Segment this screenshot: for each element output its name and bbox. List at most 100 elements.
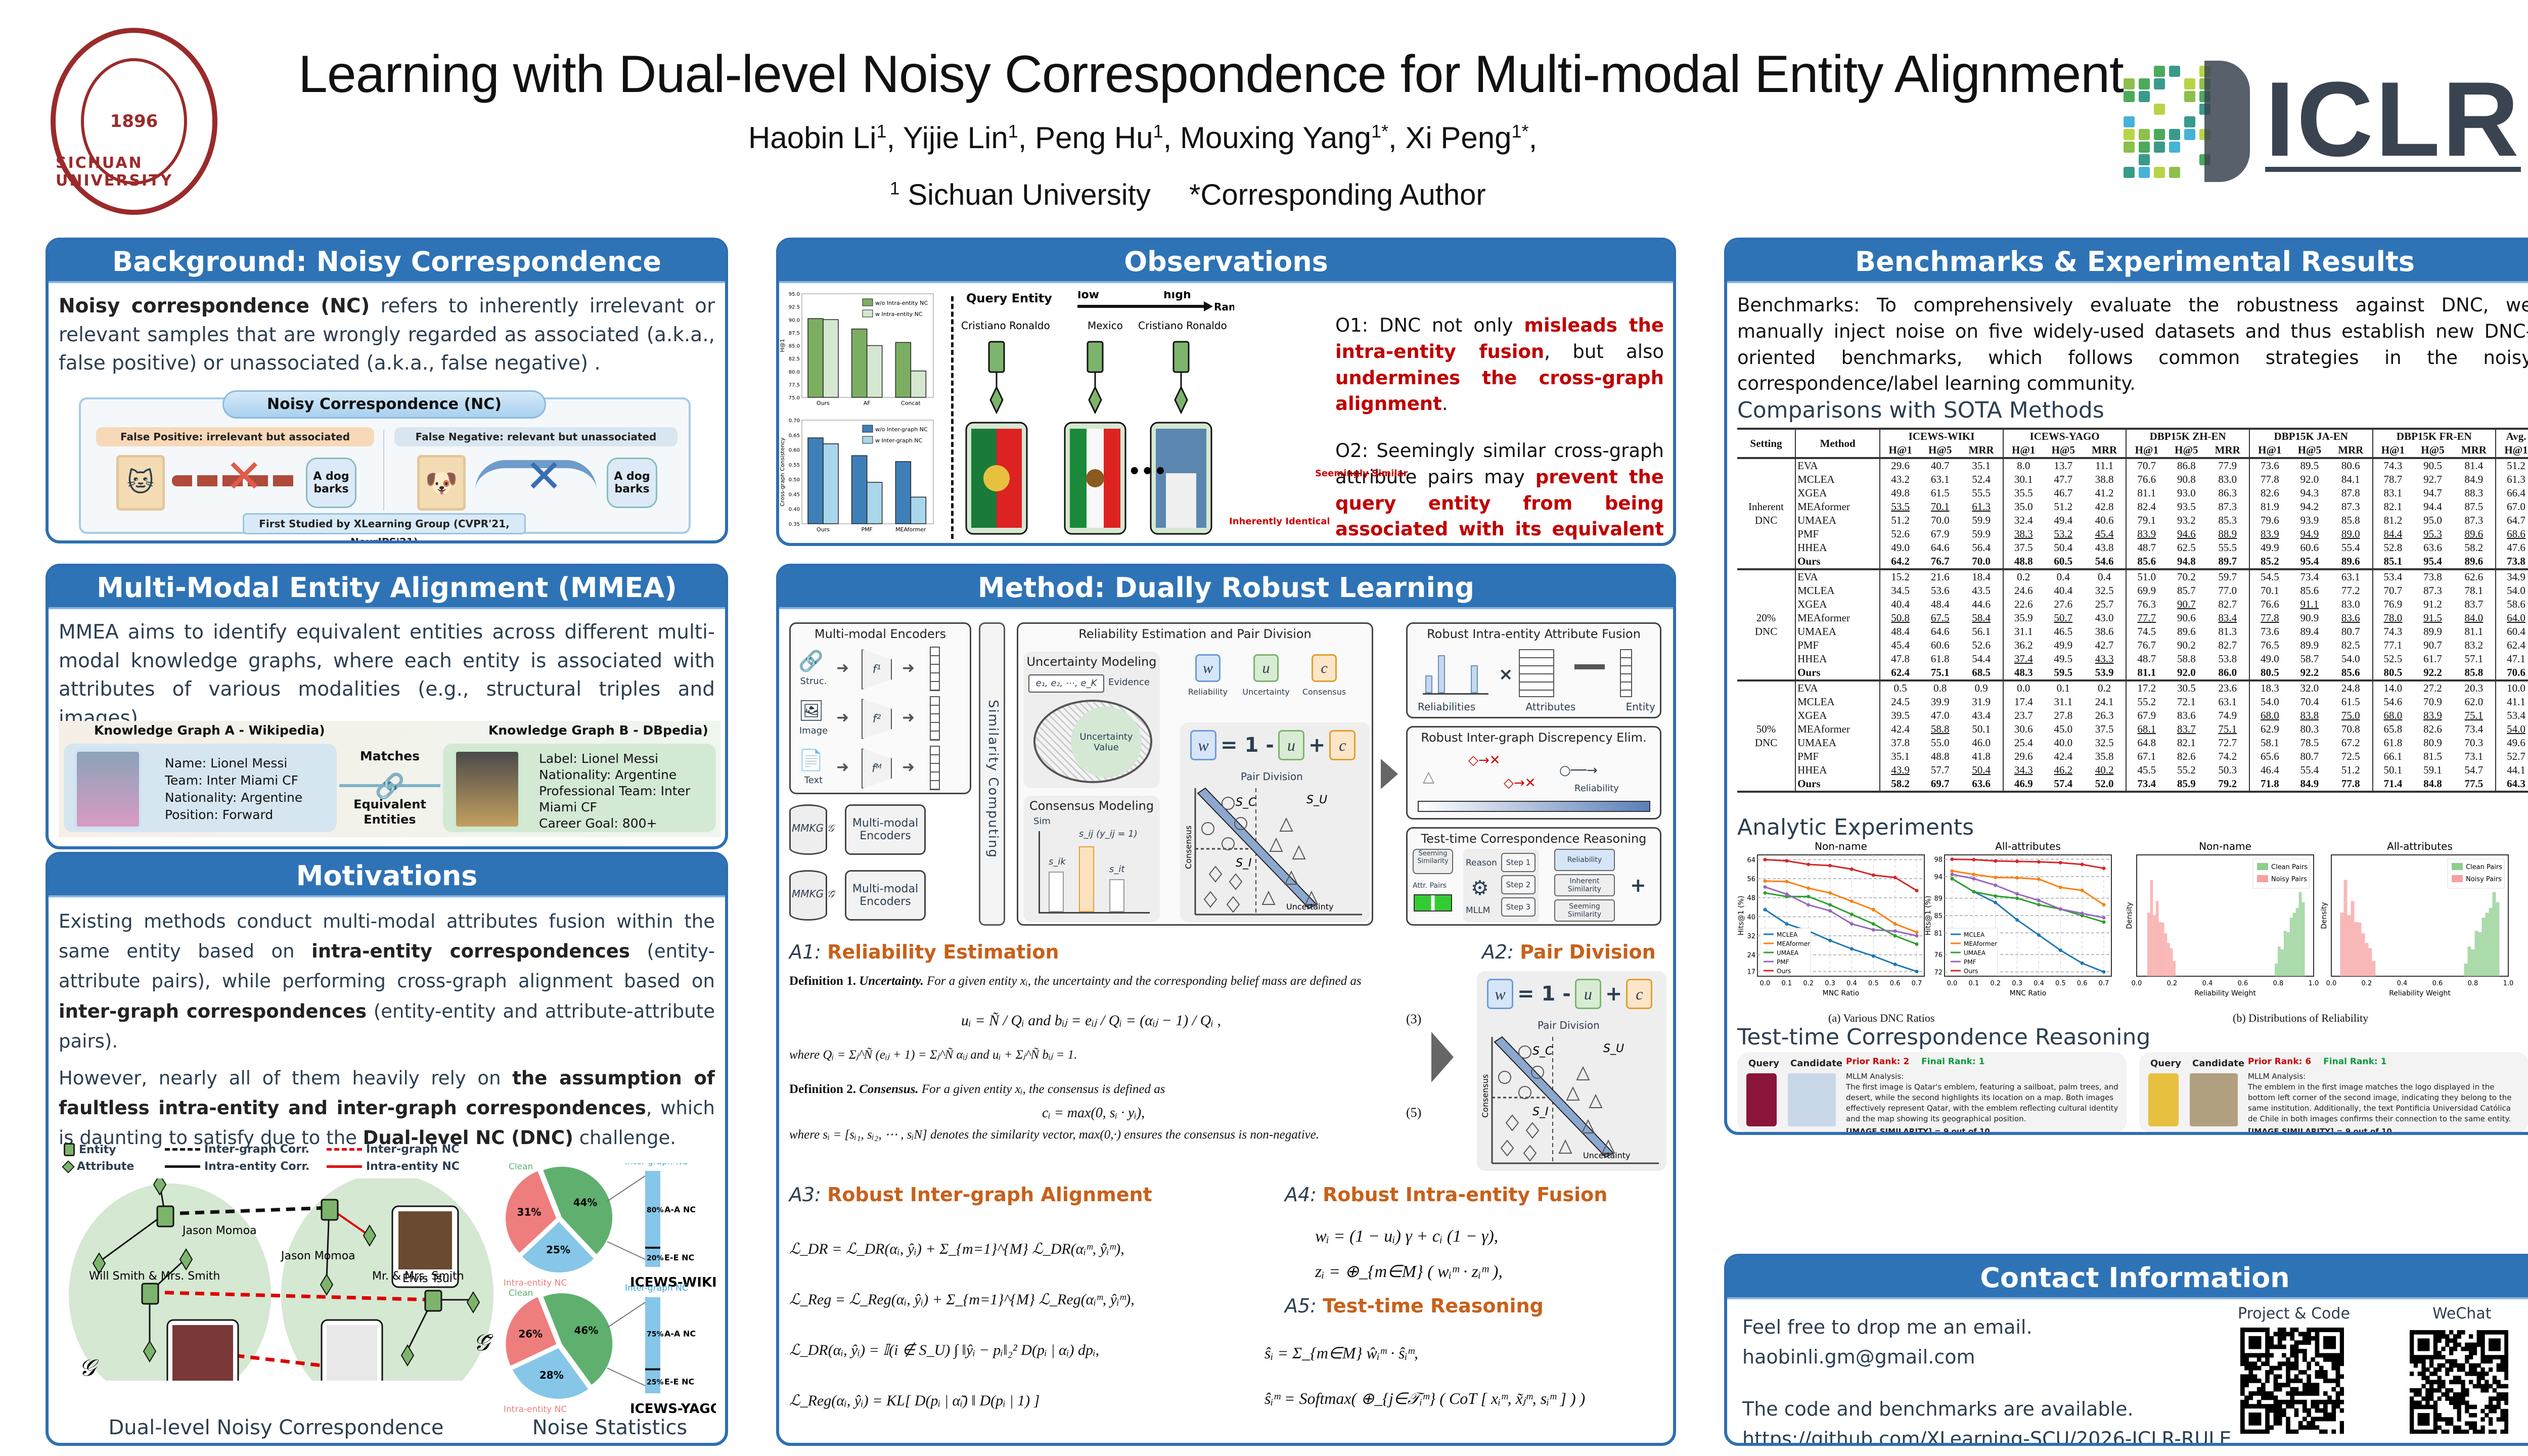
value-cell: 70.3 (2453, 736, 2496, 750)
value-cell: 83.9 (2249, 527, 2290, 541)
y-tick-label: 32 (1747, 933, 1755, 940)
value-cell: 61.8 (2373, 736, 2413, 750)
value-cell: 64.8 (2126, 736, 2166, 750)
value-cell: 85.9 (2166, 777, 2206, 791)
rank-line: Prior Rank: 6Final Rank: 1 (2248, 1056, 2521, 1068)
legend-label: MEAformer (1964, 940, 1997, 947)
ellipsis-icon: ••• (1128, 460, 1167, 483)
histogram-bar (2355, 922, 2358, 976)
attr-pairs-label: Attr. Pairs (1413, 882, 1447, 890)
value-cell: 17.4 (2003, 695, 2044, 709)
caption-bubble-fp: A dog barks (306, 458, 356, 508)
data-point (1807, 895, 1810, 898)
value-cell: 77.8 (2249, 473, 2290, 486)
value-cell: 83.1 (2373, 486, 2413, 500)
entity-name-1: Cristiano Ronaldo (961, 320, 1050, 332)
x-tick-label: 0.2 (2362, 980, 2372, 987)
value-cell: 40.0 (2044, 736, 2083, 750)
y-tick-label: 80.0 (789, 370, 800, 375)
table-row: HHEA47.861.854.437.449.543.348.758.853.8… (1737, 652, 2528, 666)
author: Yijie Lin1 (903, 121, 1018, 155)
value-cell: 18.4 (1960, 569, 2003, 584)
value-cell: 50.8 (1880, 611, 1920, 625)
sota-subtitle: Comparisons with SOTA Methods (1737, 397, 2104, 423)
kg-attribute-line: Team: Inter Miami CF (165, 772, 302, 789)
data-point (1915, 942, 1919, 946)
histogram-bar (2153, 915, 2156, 976)
value-cell: 42.8 (2083, 500, 2126, 514)
wechat-qr-code[interactable] (2410, 1330, 2508, 1434)
entity-name-2: Mexico (1088, 320, 1123, 332)
value-cell: 47.1 (2496, 652, 2528, 666)
value-cell: 52.6 (1960, 639, 2003, 652)
x-tick-label: 0.4 (1846, 980, 1857, 987)
entity-node (322, 1200, 338, 1220)
case-text: Prior Rank: 6Final Rank: 1MLLM Analysis:… (2248, 1056, 2521, 1135)
header-metric: H@1 (1880, 443, 1920, 458)
value-cell: 22.6 (2003, 598, 2044, 611)
data-point (2059, 886, 2062, 889)
svg-text:S_C: S_C (1532, 1045, 1553, 1058)
sim-bar-sit (1109, 879, 1124, 912)
x-axis-label: MNC Ratio (2010, 989, 2047, 997)
value-cell: 92.0 (2290, 473, 2329, 486)
value-cell: 53.8 (2206, 652, 2249, 666)
equation-3-where: where Qᵢ = Σⱼ^Ñ (eᵢⱼ + 1) = Σⱼ^Ñ αᵢⱼ and… (789, 1047, 1077, 1062)
contact-email[interactable]: haobinli.gm@gmail.com (1742, 1342, 2231, 1372)
query-image (1746, 1073, 1777, 1126)
y-tick-label: 0.50 (789, 477, 800, 483)
project-qr-code[interactable] (2240, 1328, 2344, 1434)
reasoning-output: Inherent Similarity (1554, 874, 1615, 896)
header-metric: MRR (2083, 443, 2126, 458)
bar (808, 318, 823, 397)
value-cell: 74.2 (2206, 750, 2249, 763)
value-cell: 85.6 (2290, 584, 2329, 598)
value-cell: 94.4 (2413, 500, 2452, 514)
value-cell: 49.6 (2496, 736, 2528, 750)
histogram-bar (2164, 933, 2168, 976)
inherently-identical-label: Inherently Identical (1229, 516, 1330, 527)
histogram-bar (2299, 892, 2302, 976)
table-row: InherentDNCEVA29.640.735.18.013.711.170.… (1737, 458, 2528, 473)
a4-equations: wᵢ = (1 − uᵢ) γ + cᵢ (1 − γ),zᵢ = ⊕_{m∈M… (1315, 1219, 1503, 1290)
w-chip: w (1487, 979, 1513, 1009)
value-cell: 94.2 (2290, 500, 2329, 514)
value-cell: 59.5 (2044, 666, 2083, 680)
setting-cell: InherentDNC (1737, 458, 1795, 569)
value-cell: 54.0 (2329, 652, 2372, 666)
analytic-experiment-charts: Non-name172432404856640.00.10.20.30.40.5… (1737, 840, 2526, 1012)
value-cell: 58.7 (2290, 652, 2329, 666)
table-row: MCLEA43.263.152.430.147.738.876.690.883.… (1737, 473, 2528, 486)
table-row: 20%DNCEVA15.221.618.40.20.40.451.070.259… (1737, 569, 2528, 584)
analysis-text: The emblem in the first image matches th… (2248, 1082, 2521, 1124)
consensus-modeling-box: Consensus Modeling Sim s_ij (y_ij = 1) s… (1023, 796, 1160, 922)
value-cell: 0.1 (2044, 680, 2083, 695)
x-tick-label: PMF (861, 526, 872, 533)
value-cell: 89.9 (2413, 625, 2452, 639)
value-cell: 27.6 (2044, 598, 2083, 611)
kg-attribute-line: Career Goal: 800+ (539, 815, 711, 832)
label-jason-momoa-2: Jason Momoa (280, 1250, 355, 1262)
value-cell: 68.0 (2373, 709, 2413, 722)
plus-operator: + (1308, 734, 1326, 757)
value-cell: 26.3 (2083, 709, 2126, 722)
value-cell: 24.8 (2329, 680, 2372, 695)
author: Peng Hu1 (1035, 121, 1163, 155)
reasoning-case-card: QueryCandidatePrior Rank: 2Final Rank: 1… (1737, 1052, 2127, 1133)
inter-label: Inter-graph NC (625, 1163, 688, 1167)
value-cell: 40.6 (2083, 514, 2126, 527)
value-cell: 51.0 (2126, 569, 2166, 584)
bar (867, 482, 882, 524)
data-point (1828, 891, 1832, 895)
sota-table-wrapper: SettingMethodICEWS-WIKIICEWS-YAGODBP15K … (1737, 428, 2528, 793)
contact-github-link[interactable]: https://github.com/XLearning-SCU/2026-IC… (1742, 1424, 2231, 1446)
value-cell: 81.3 (2206, 625, 2249, 639)
value-cell: 46.5 (2044, 625, 2083, 639)
value-cell: 66.1 (2373, 750, 2413, 763)
value-cell: 43.5 (1960, 584, 2003, 598)
header-metric: H@1 (2373, 443, 2413, 458)
elvis-tsui-photo (398, 1211, 452, 1269)
data-point (1807, 886, 1810, 890)
value-cell: 81.1 (2453, 625, 2496, 639)
x-tick-label: 0.6 (1890, 980, 1901, 987)
